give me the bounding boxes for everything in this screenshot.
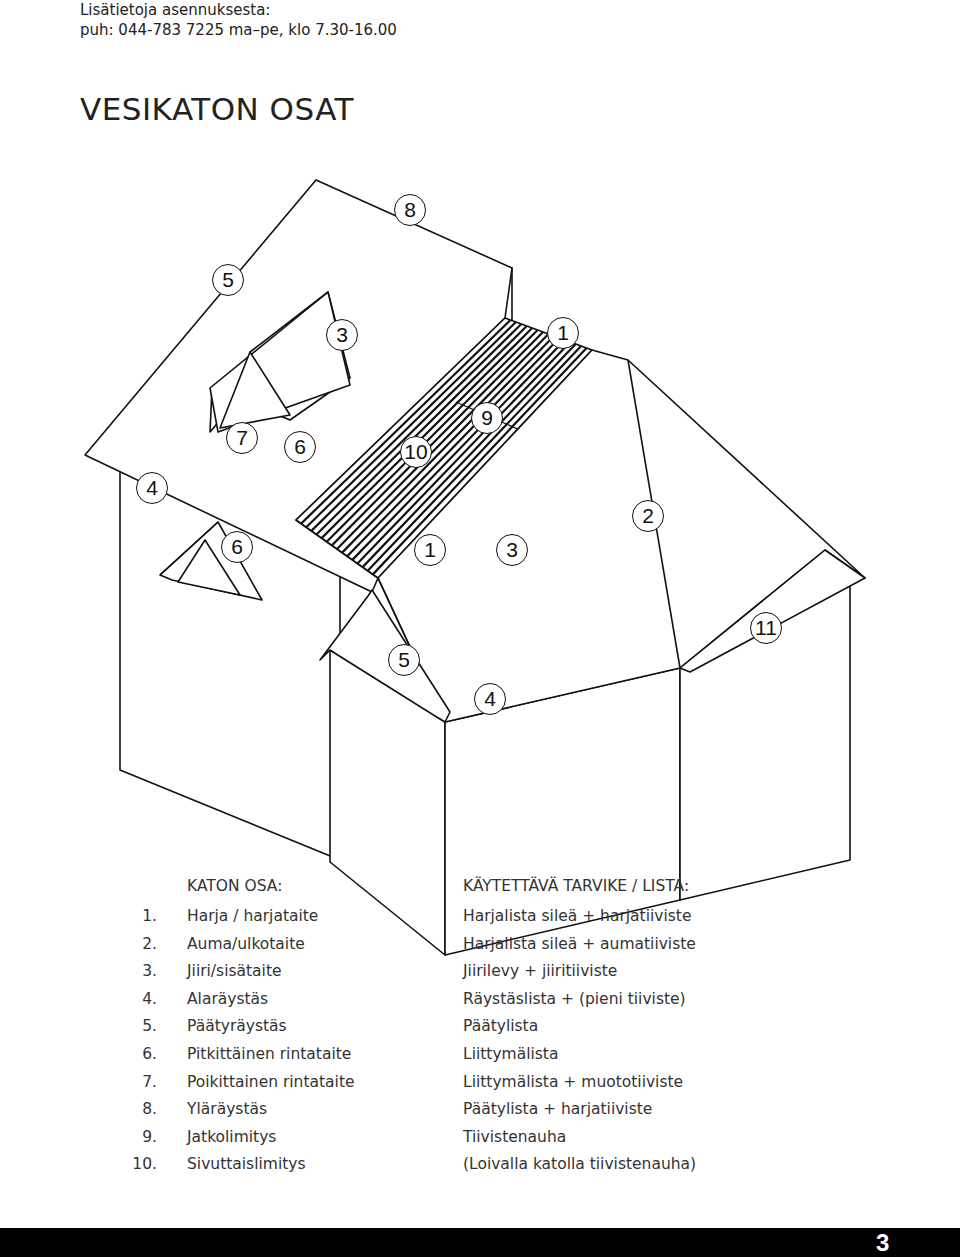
row-number: 3. — [142, 963, 157, 981]
row-number: 8. — [142, 1101, 157, 1119]
row-number: 2. — [142, 936, 157, 954]
material: Harjalista sileä + aumatiiviste — [463, 936, 696, 954]
roof-part: Jatkolimitys — [187, 1129, 276, 1147]
callout-number: 7 — [226, 422, 258, 454]
dormer-2 — [160, 522, 262, 600]
front-gable-trim — [320, 590, 450, 722]
row-number: 6. — [142, 1046, 157, 1064]
row-number: 4. — [142, 991, 157, 1009]
column-header: KÄYTETTÄVÄ TARVIKE / LISTA: — [463, 878, 689, 896]
callout-number: 6 — [284, 431, 316, 463]
hip-eave — [680, 550, 865, 672]
material: Päätylista — [463, 1018, 538, 1036]
callout-number: 3 — [326, 319, 358, 351]
callout-number: 4 — [136, 472, 168, 504]
row-number: 7. — [142, 1074, 157, 1092]
roof-part: Yläräystäs — [187, 1101, 267, 1119]
row-number: 9. — [142, 1129, 157, 1147]
dormer-1 — [210, 292, 350, 432]
roof-part: Sivuttaislimitys — [187, 1156, 306, 1174]
row-number: 1. — [142, 908, 157, 926]
info-heading: Lisätietoja asennuksesta: — [80, 2, 270, 19]
page-title: VESIKATON OSAT — [80, 92, 354, 128]
roof-part: Alaräystäs — [187, 991, 268, 1009]
row-number: 5. — [142, 1018, 157, 1036]
callout-number: 6 — [221, 531, 253, 563]
dormer-1-face — [220, 352, 290, 428]
callout-number: 1 — [414, 534, 446, 566]
callout-number: 3 — [496, 534, 528, 566]
callout-number: 5 — [388, 644, 420, 676]
footer-bar — [0, 1228, 960, 1257]
roof-part: Auma/ulkotaite — [187, 936, 305, 954]
gable-face — [335, 598, 440, 718]
dormer-1-ridge — [250, 292, 328, 352]
roof-part: Pitkittäinen rintataite — [187, 1046, 351, 1064]
hip-roof — [378, 350, 865, 722]
hip-line — [628, 360, 680, 668]
material: (Loivalla katolla tiivistenauha) — [463, 1156, 696, 1174]
callout-number: 9 — [471, 402, 503, 434]
roof-part: Jiiri/sisätaite — [187, 963, 282, 981]
roof-part: Poikittainen rintataite — [187, 1074, 355, 1092]
dormer-roof — [210, 292, 350, 432]
callout-number: 1 — [547, 317, 579, 349]
callout-number: 10 — [400, 436, 432, 468]
roof-part: Päätyräystäs — [187, 1018, 287, 1036]
material: Räystäslista + (pieni tiiviste) — [463, 991, 686, 1009]
callout-number: 11 — [750, 612, 782, 644]
material: Jiirilevy + jiiritiiviste — [463, 963, 617, 981]
phone-info: puh: 044-783 7225 ma–pe, klo 7.30-16.00 — [80, 22, 397, 39]
roof-part: Harja / harjataite — [187, 908, 318, 926]
material: Liittymälista — [463, 1046, 558, 1064]
callout-number: 5 — [212, 264, 244, 296]
material: Harjalista sileä + harjatiiviste — [463, 908, 691, 926]
material: Tiivistenauha — [463, 1129, 566, 1147]
material: Liittymälista + muototiiviste — [463, 1074, 683, 1092]
column-header: KATON OSA: — [187, 878, 282, 896]
dormer-2-edge — [160, 522, 218, 575]
material: Päätylista + harjatiiviste — [463, 1101, 652, 1119]
callout-number: 2 — [632, 500, 664, 532]
row-number: 10. — [132, 1156, 157, 1174]
callout-number: 4 — [474, 683, 506, 715]
page-number: 3 — [876, 1229, 889, 1257]
callout-number: 8 — [394, 194, 426, 226]
